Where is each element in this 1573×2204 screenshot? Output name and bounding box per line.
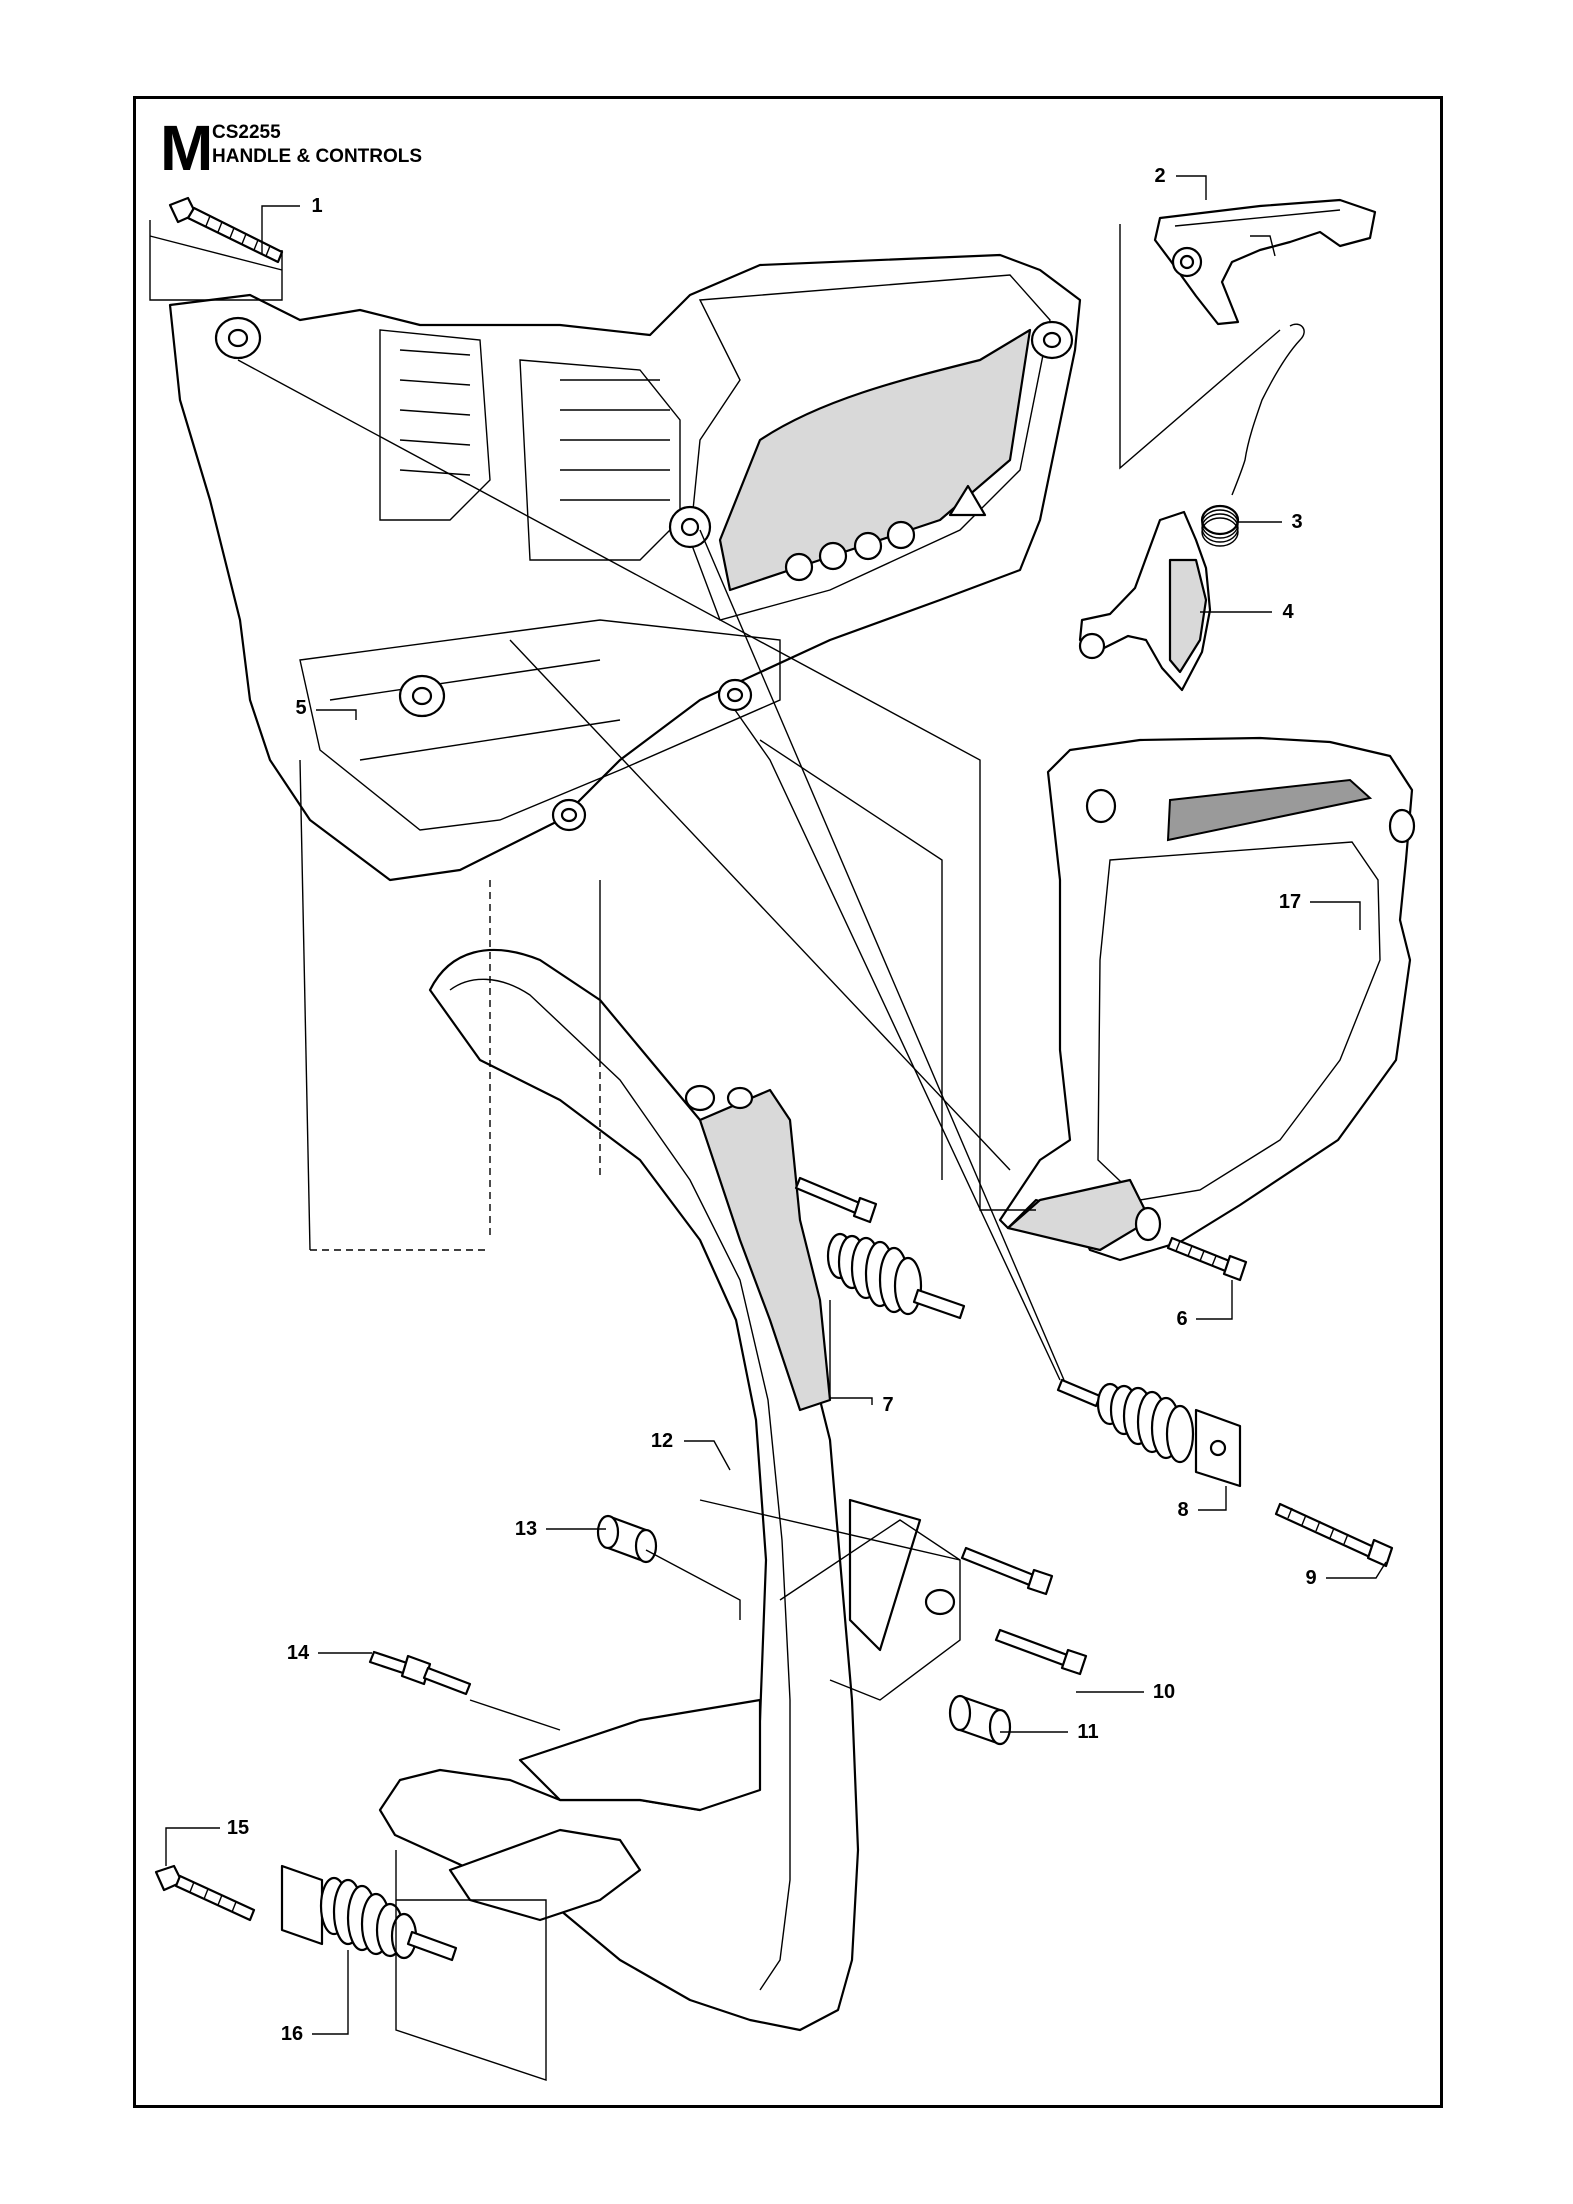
throttle-lockout [1153,198,1377,326]
callout-10: 10 [1152,1681,1176,1703]
rear-handle-housing [168,253,1082,882]
section-letter: M [160,112,214,184]
bushing-11 [948,1694,1012,1746]
screw-15 [154,1864,256,1922]
antivibration-spring-7 [826,1232,966,1320]
callout-8: 8 [1177,1499,1189,1521]
screw-1 [168,196,284,264]
callout-16: 16 [280,2023,304,2045]
screw-6 [1166,1236,1248,1282]
callout-3: 3 [1291,511,1303,533]
callout-17: 17 [1278,891,1302,913]
callout-9: 9 [1305,1567,1317,1589]
diagram-title: HANDLE & CONTROLS [212,146,423,167]
callout-7: 7 [882,1394,894,1416]
stud-14 [368,1650,472,1696]
torsion-spring [1200,323,1305,547]
callout-leaders [165,175,1387,2035]
throttle-trigger [1078,510,1212,692]
front-handle [378,948,961,2032]
callout-1: 1 [311,195,323,217]
screw-10 [960,1546,1088,1676]
bushing-13 [596,1514,658,1564]
callout-13: 13 [514,1518,538,1540]
screw-9 [1274,1502,1394,1568]
callout-14: 14 [286,1642,310,1664]
model-number: CS2255 [212,122,281,143]
diagram-frame [133,96,1443,2108]
callout-15: 15 [226,1817,250,1839]
callout-12: 12 [650,1430,674,1452]
handle-cover [998,736,1416,1262]
callout-2: 2 [1154,165,1166,187]
callout-6: 6 [1176,1308,1188,1330]
antivibration-spring-16 [280,1864,458,1962]
assembly-lines [149,220,1281,2081]
callout-4: 4 [1282,601,1294,623]
callout-11: 11 [1077,1721,1099,1743]
screw-upper-front [794,1176,878,1224]
callout-5: 5 [295,697,307,719]
antivibration-spring-8 [1056,1378,1242,1488]
